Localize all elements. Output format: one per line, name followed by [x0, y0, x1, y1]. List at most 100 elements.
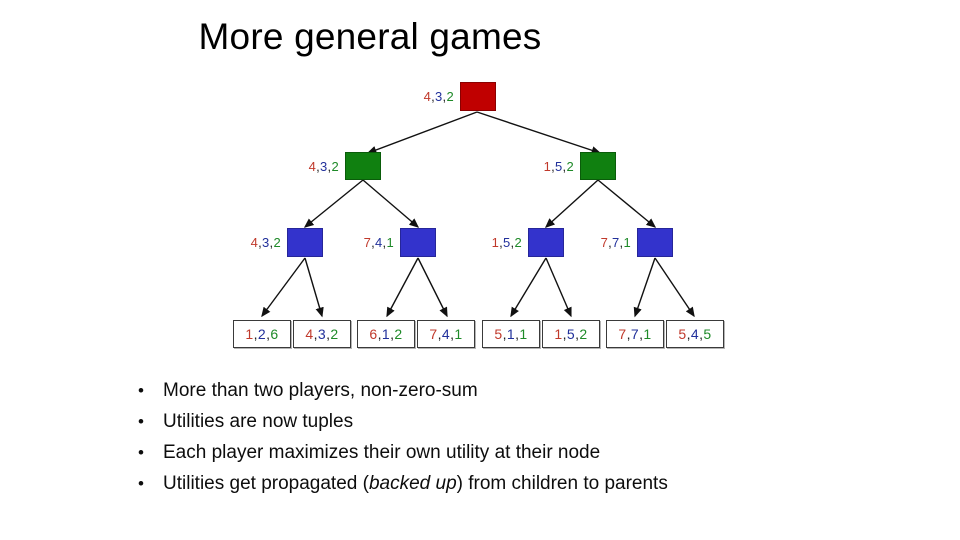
tuple-separator: ,	[562, 159, 567, 174]
tuple-separator: ,	[499, 235, 504, 250]
tuple-separator: ,	[510, 235, 515, 250]
tuple-value-player1: 4	[308, 159, 317, 174]
tuple-value-player1: 4	[250, 235, 259, 250]
tuple-value-player3: 5	[703, 326, 712, 342]
tree-node-l2-1-label: 1,5,2	[508, 159, 574, 174]
tree-node-l3-2-label: 1,5,2	[456, 235, 522, 250]
tuple-value-player2: 7	[612, 235, 620, 250]
tuple-value-player1: 4	[423, 89, 432, 104]
tuple-separator: ,	[382, 235, 387, 250]
tuple-value-player2: 1	[506, 326, 516, 342]
tuple-value-player3: 2	[394, 326, 403, 342]
tuple-value-player2: 3	[262, 235, 270, 250]
tuple-value-player2: 5	[566, 326, 576, 342]
tuple-value-player3: 1	[386, 235, 394, 250]
tuple-separator: ,	[450, 326, 455, 342]
list-item: Utilities are now tuples	[130, 406, 870, 437]
tuple-separator: ,	[626, 326, 631, 342]
tuple-value-player3: 1	[519, 326, 528, 342]
tuple-value-player2: 3	[435, 89, 443, 104]
tree-leaf-3[interactable]: 7,4,1	[417, 320, 475, 348]
tree-leaf-0[interactable]: 1,2,6	[233, 320, 291, 348]
list-item-text-post: ) from children to parents	[456, 473, 668, 494]
tuple-value-player1: 1	[245, 326, 254, 342]
tuple-value-player1: 1	[554, 326, 563, 342]
tuple-separator: ,	[269, 235, 274, 250]
tuple-separator: ,	[326, 326, 331, 342]
tuple-value-player3: 1	[454, 326, 463, 342]
tuple-separator: ,	[619, 235, 624, 250]
tuple-value-player2: 5	[555, 159, 563, 174]
bullet-list: More than two players, non-zero-sum Util…	[130, 375, 870, 499]
tuple-value-player3: 2	[579, 326, 588, 342]
tree-node-root-label: 4,3,2	[388, 89, 454, 104]
tuple-value-player1: 7	[600, 235, 609, 250]
tuple-value-player2: 2	[257, 326, 267, 342]
tree-node-l3-1[interactable]	[400, 228, 436, 257]
tuple-separator: ,	[502, 326, 507, 342]
tree-node-l3-1-label: 7,4,1	[328, 235, 394, 250]
tuple-value-player3: 1	[623, 235, 631, 250]
tuple-value-player2: 5	[503, 235, 511, 250]
tuple-value-player3: 2	[514, 235, 522, 250]
tuple-value-player1: 7	[618, 326, 627, 342]
tuple-separator: ,	[266, 326, 271, 342]
tuple-value-player1: 1	[491, 235, 500, 250]
tuple-separator: ,	[551, 159, 556, 174]
tuple-value-player1: 4	[305, 326, 314, 342]
list-item: Utilities get propagated (backed up) fro…	[130, 468, 870, 499]
tuple-value-player3: 2	[446, 89, 454, 104]
tuple-value-player2: 7	[630, 326, 640, 342]
tuple-separator: ,	[253, 326, 258, 342]
tuple-value-player1: 7	[429, 326, 438, 342]
tree-node-l2-0[interactable]	[345, 152, 381, 180]
tuple-value-player2: 1	[381, 326, 391, 342]
tuple-separator: ,	[316, 159, 321, 174]
tuple-value-player2: 3	[320, 159, 328, 174]
tree-node-l3-3[interactable]	[637, 228, 673, 257]
tuple-separator: ,	[442, 89, 447, 104]
tree-node-l3-0[interactable]	[287, 228, 323, 257]
tuple-value-player2: 3	[317, 326, 327, 342]
tuple-value-player3: 6	[270, 326, 279, 342]
tuple-value-player3: 2	[330, 326, 339, 342]
tree-leaf-4[interactable]: 5,1,1	[482, 320, 540, 348]
tree-leaf-1[interactable]: 4,3,2	[293, 320, 351, 348]
tree-node-l2-0-label: 4,3,2	[273, 159, 339, 174]
tuple-separator: ,	[258, 235, 263, 250]
list-item-text-pre: Utilities get propagated (	[163, 473, 369, 494]
tuple-separator: ,	[575, 326, 580, 342]
tuple-separator: ,	[371, 235, 376, 250]
tuple-separator: ,	[377, 326, 382, 342]
tree-node-root[interactable]	[460, 82, 496, 111]
tree-node-l2-1[interactable]	[580, 152, 616, 180]
tuple-separator: ,	[686, 326, 691, 342]
tuple-value-player1: 5	[678, 326, 687, 342]
tuple-separator: ,	[639, 326, 644, 342]
tuple-value-player3: 2	[566, 159, 574, 174]
tuple-value-player2: 4	[690, 326, 700, 342]
tuple-separator: ,	[313, 326, 318, 342]
list-item: More than two players, non-zero-sum	[130, 375, 870, 406]
tuple-value-player2: 4	[441, 326, 451, 342]
tuple-value-player3: 2	[273, 235, 281, 250]
tree-edges	[261, 111, 695, 318]
tuple-value-player2: 4	[375, 235, 383, 250]
tree-leaf-7[interactable]: 5,4,5	[666, 320, 724, 348]
tree-node-l3-2[interactable]	[528, 228, 564, 257]
tree-leaf-2[interactable]: 6,1,2	[357, 320, 415, 348]
tree-leaf-6[interactable]: 7,7,1	[606, 320, 664, 348]
tuple-value-player3: 1	[643, 326, 652, 342]
tree-node-l3-0-label: 4,3,2	[215, 235, 281, 250]
tuple-separator: ,	[608, 235, 613, 250]
list-item-emphasis: backed up	[368, 473, 457, 494]
tree-node-l3-3-label: 7,7,1	[565, 235, 631, 250]
page-title: More general games	[198, 16, 542, 57]
game-tree: 4,3,2 4,3,2 1,5,2 4,3,2 7,4,1 1,5,2 7,7,…	[215, 82, 724, 348]
tuple-separator: ,	[562, 326, 567, 342]
list-item: Each player maximizes their own utility …	[130, 437, 870, 468]
tuple-separator: ,	[327, 159, 332, 174]
tuple-separator: ,	[390, 326, 395, 342]
tree-leaf-5[interactable]: 1,5,2	[542, 320, 600, 348]
